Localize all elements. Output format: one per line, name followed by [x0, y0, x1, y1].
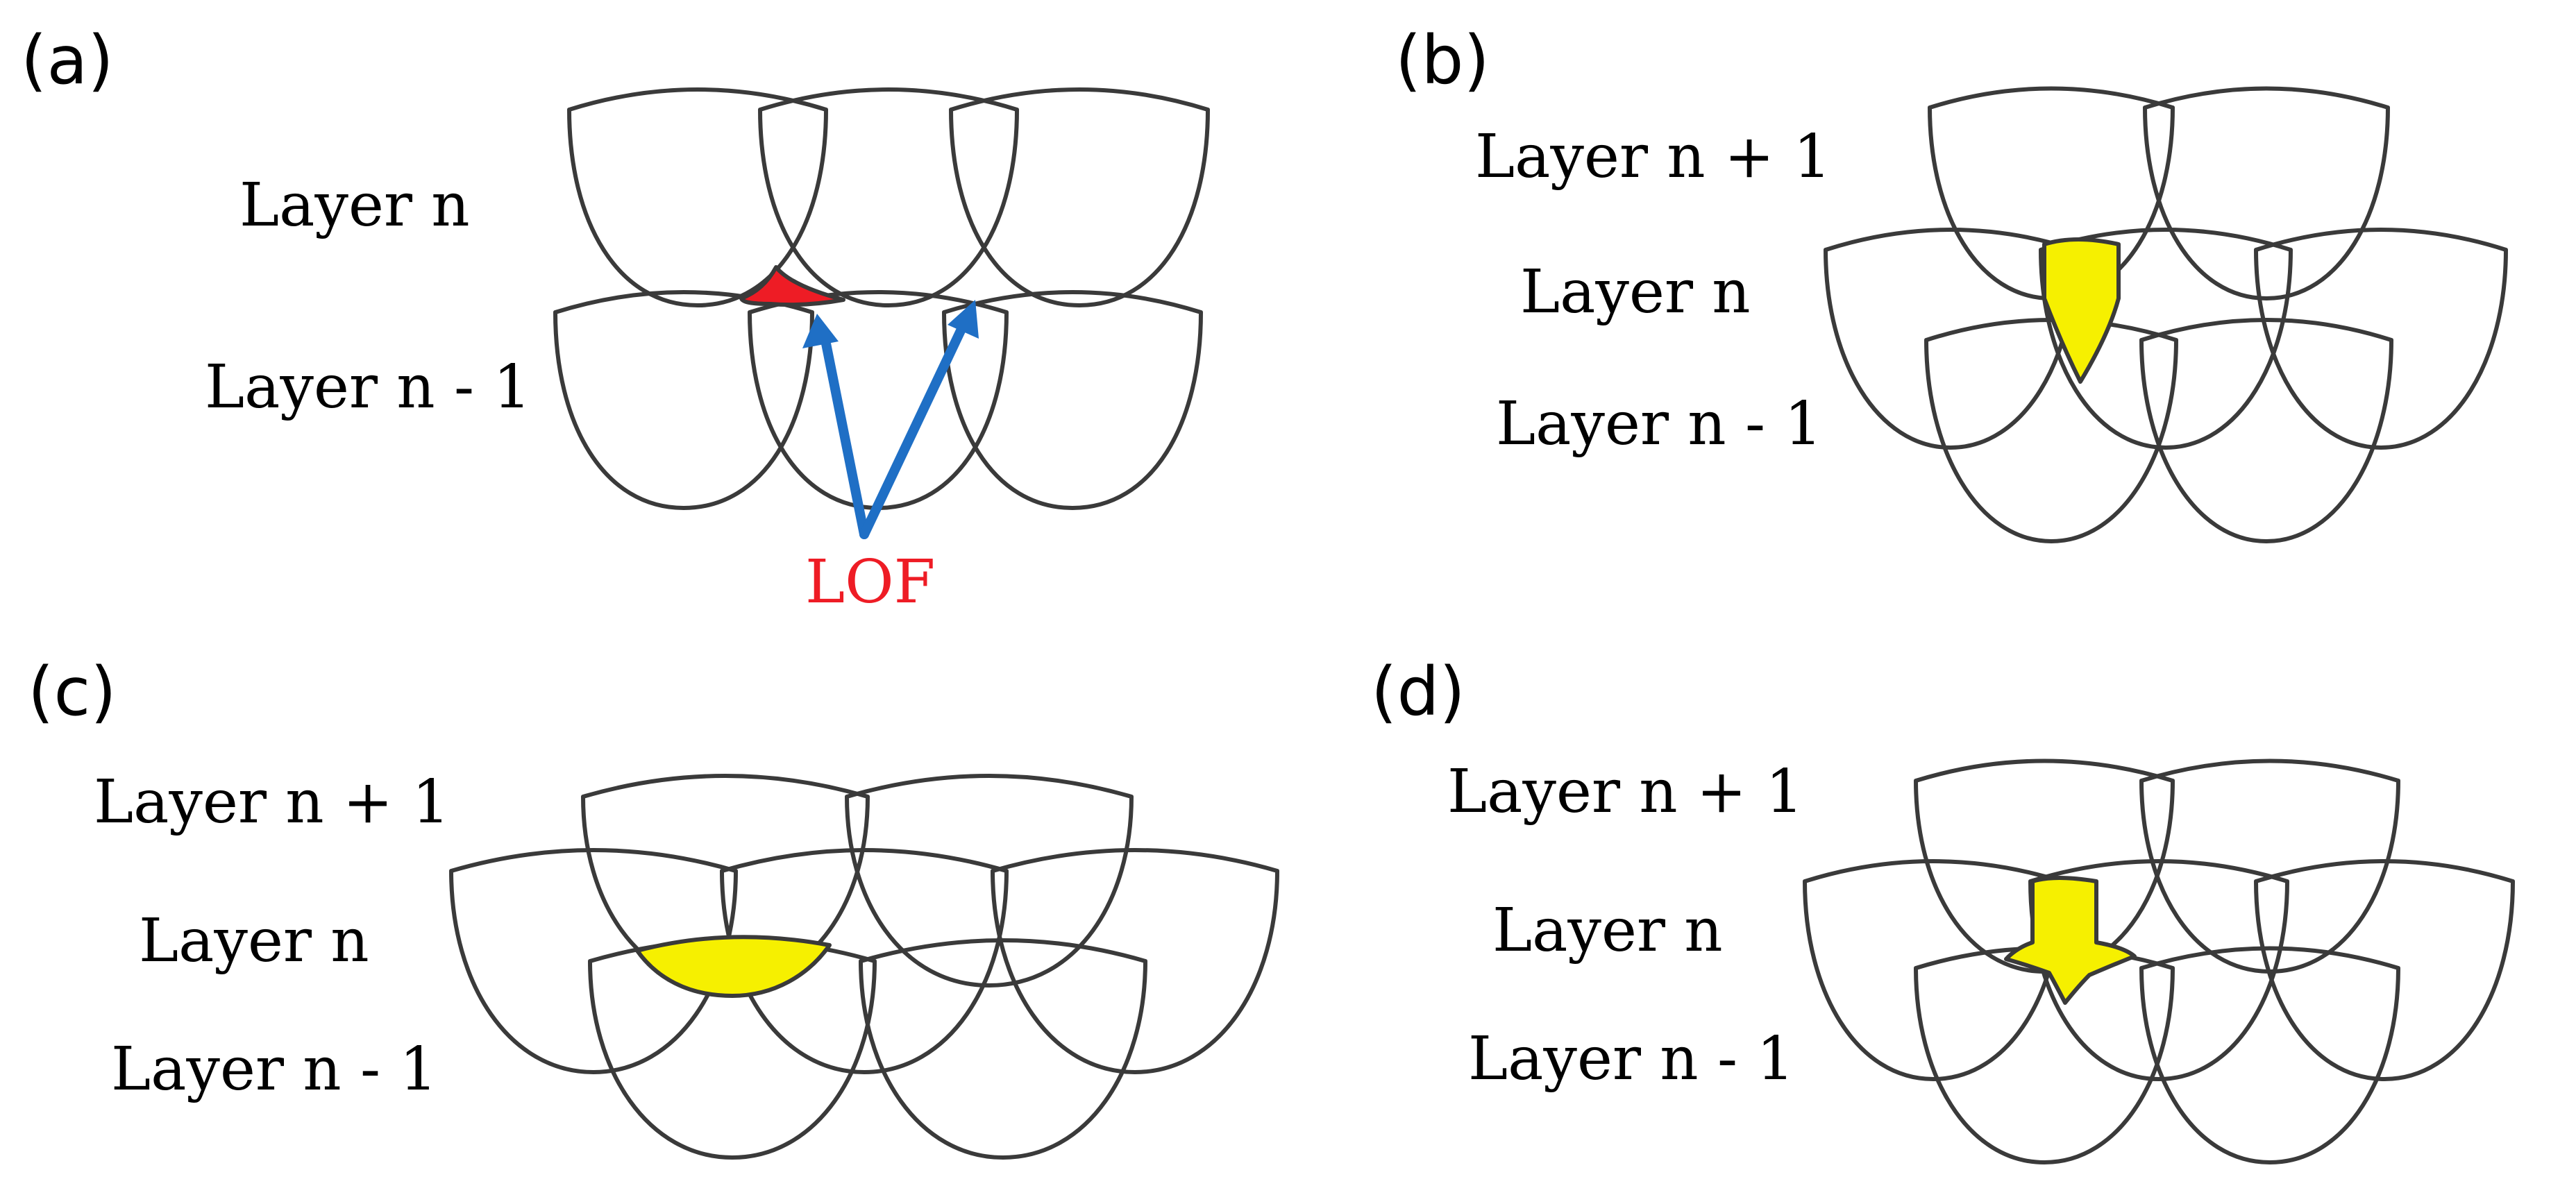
- panel-c-label: (c): [28, 653, 117, 731]
- melt-pool: [2039, 228, 2293, 450]
- melt-pool: [845, 774, 1134, 988]
- panel-c-layer-n-label: Layer n: [139, 906, 369, 976]
- lof-arrow-left-head: [802, 314, 839, 348]
- panel-c: (c) Layer n + 1 Layer n Layer n - 1: [28, 653, 1279, 1160]
- panel-c-layer-n-plus-1-label: Layer n + 1: [94, 768, 450, 837]
- melt-pool: [1928, 86, 2175, 300]
- panel-d-filled-defect: [2004, 876, 2137, 1005]
- panel-a: (a) Layer n Layer n - 1 LOF: [21, 22, 1210, 617]
- panel-a-layer-n-pools: [567, 87, 1210, 307]
- melt-pool: [991, 848, 1279, 1074]
- lack-of-fusion-defect: [739, 265, 845, 307]
- panel-d-layer-n-pools: [1803, 859, 2515, 1081]
- panel-d-layer-n-label: Layer n: [1492, 896, 1723, 965]
- panel-d-layer-n-plus-1-label: Layer n + 1: [1447, 757, 1803, 827]
- panel-b-layer-n-plus-1-label: Layer n + 1: [1475, 122, 1831, 192]
- melt-pool: [1824, 228, 2078, 450]
- panel-a-layer-n-label: Layer n: [239, 171, 470, 240]
- panel-b-layer-n-pools: [1824, 228, 2508, 450]
- melt-pool: [2254, 859, 2515, 1081]
- panel-c-layer-n-plus-1-pools: [581, 774, 1134, 988]
- lof-label: LOF: [805, 548, 935, 617]
- melt-pool: [942, 290, 1203, 510]
- panel-b: (b) Layer n + 1 Layer n Layer n - 1: [1395, 22, 2508, 543]
- panel-d-layer-n-plus-1-pools: [1914, 758, 2400, 974]
- panel-a-layer-n-minus-1-label: Layer n - 1: [205, 353, 531, 422]
- melt-pool: [2028, 859, 2289, 1081]
- panel-a-label: (a): [21, 22, 114, 99]
- lof-arrows: [802, 300, 979, 539]
- panel-d: (d) Layer n + 1 Layer n Layer n - 1: [1371, 653, 2515, 1164]
- melt-pool: [758, 87, 1019, 307]
- melt-pool: [720, 848, 1009, 1074]
- melt-pool: [449, 848, 738, 1074]
- panel-b-layer-n-minus-1-pools: [1924, 318, 2393, 543]
- melt-pool: [581, 774, 870, 988]
- melt-pool: [553, 290, 814, 510]
- melt-pool: [2139, 758, 2400, 974]
- panel-b-layer-n-label: Layer n: [1520, 257, 1751, 327]
- panel-b-layer-n-minus-1-label: Layer n - 1: [1496, 389, 1822, 459]
- panel-b-layer-n-plus-1-pools: [1928, 86, 2390, 300]
- lof-arrow-left: [820, 332, 869, 539]
- panel-c-layer-n-pools: [449, 848, 1279, 1074]
- melt-pool: [1914, 758, 2175, 974]
- panel-d-layer-n-minus-1-pools: [1914, 946, 2400, 1164]
- melt-pool: [2254, 228, 2508, 450]
- panel-d-layer-n-minus-1-label: Layer n - 1: [1468, 1024, 1794, 1094]
- panel-c-layer-n-minus-1-label: Layer n - 1: [111, 1035, 437, 1104]
- melt-pool: [2143, 86, 2390, 300]
- melt-pool: [859, 938, 1147, 1160]
- lof-arrow-right: [859, 320, 968, 539]
- panel-b-filled-defect: [2042, 237, 2121, 384]
- panel-c-filled-defect: [635, 935, 832, 998]
- melt-pool: [567, 87, 828, 307]
- panel-b-label: (b): [1395, 22, 1490, 99]
- melt-pool: [1924, 318, 2178, 543]
- melt-pool: [748, 290, 1009, 510]
- melt-pool: [949, 87, 1210, 307]
- panel-d-label: (d): [1371, 653, 1465, 731]
- lof-arrow-right-head: [948, 300, 979, 339]
- melt-pool: [1803, 859, 2064, 1081]
- panel-a-layer-n-minus-1-pools: [553, 290, 1203, 510]
- melt-pool: [2139, 946, 2400, 1164]
- melt-pool: [2139, 318, 2393, 543]
